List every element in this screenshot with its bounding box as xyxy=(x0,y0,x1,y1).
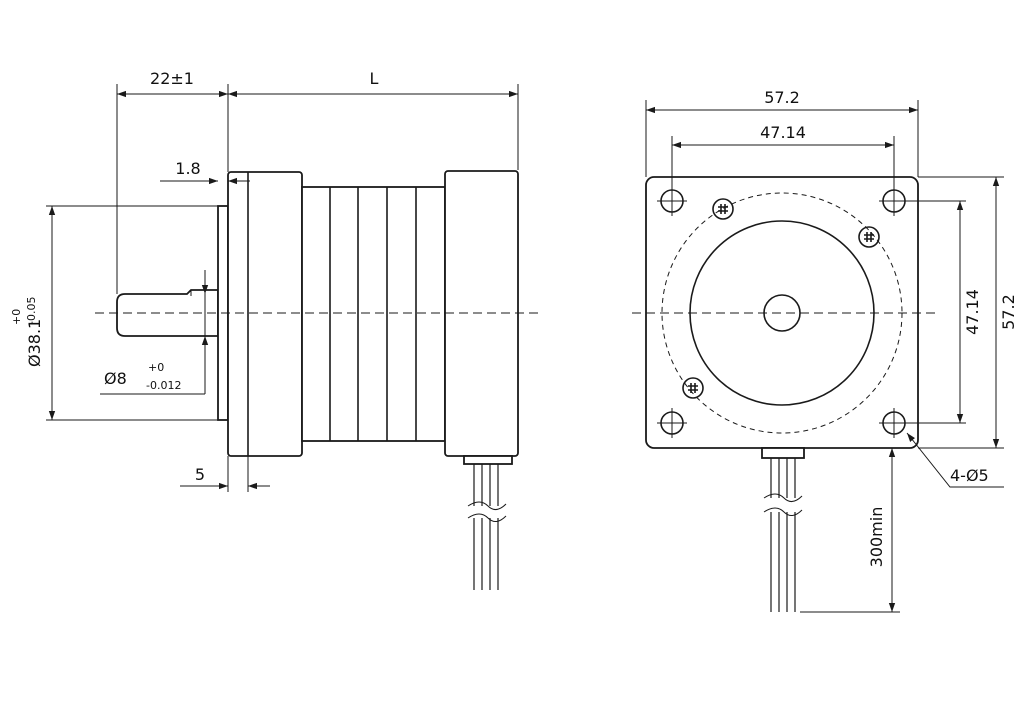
mounting-holes-leader xyxy=(906,432,1004,488)
boss-diameter-label: Ø38.1 xyxy=(25,319,44,367)
mounting-hole xyxy=(879,408,909,438)
screw-icon xyxy=(682,377,704,399)
front-view: 57.2 47.14 47.14 57.2 4-Ø5 300min xyxy=(632,88,1018,613)
flat-length-label: 5 xyxy=(195,465,205,484)
shaft-tol-lower: -0.012 xyxy=(146,379,181,392)
shaft-diameter-label: Ø8 xyxy=(104,369,127,388)
stator-body xyxy=(301,186,446,442)
boss-tol-lower: -0.05 xyxy=(25,297,38,325)
flange-width-label: 57.2 xyxy=(764,88,800,107)
screw-icon xyxy=(858,226,880,248)
mounting-holes-label: 4-Ø5 xyxy=(950,466,989,485)
lead-length-label: 300min xyxy=(867,507,886,568)
screw-icon xyxy=(712,198,734,220)
shaft-length-label: 22±1 xyxy=(150,69,194,88)
front-lead-wires xyxy=(763,458,803,612)
side-view: 22±1 L 1.8 Ø38.1 +0 -0.05 Ø8 +0 -0.012 5 xyxy=(10,69,540,590)
boss-tol-upper: +0 xyxy=(10,309,23,325)
flange-height-label: 57.2 xyxy=(999,294,1018,330)
mounting-hole xyxy=(657,408,687,438)
flange-thickness-label: 1.8 xyxy=(175,159,200,178)
front-flange xyxy=(227,171,303,457)
cable-gland xyxy=(463,455,513,465)
hole-spacing-vertical-label: 47.14 xyxy=(963,289,982,335)
shaft-tol-upper: +0 xyxy=(148,361,164,374)
hole-spacing-label: 47.14 xyxy=(760,123,806,142)
body-length-label: L xyxy=(370,69,379,88)
lead-wires xyxy=(467,464,507,590)
front-cable-gland xyxy=(761,447,805,459)
